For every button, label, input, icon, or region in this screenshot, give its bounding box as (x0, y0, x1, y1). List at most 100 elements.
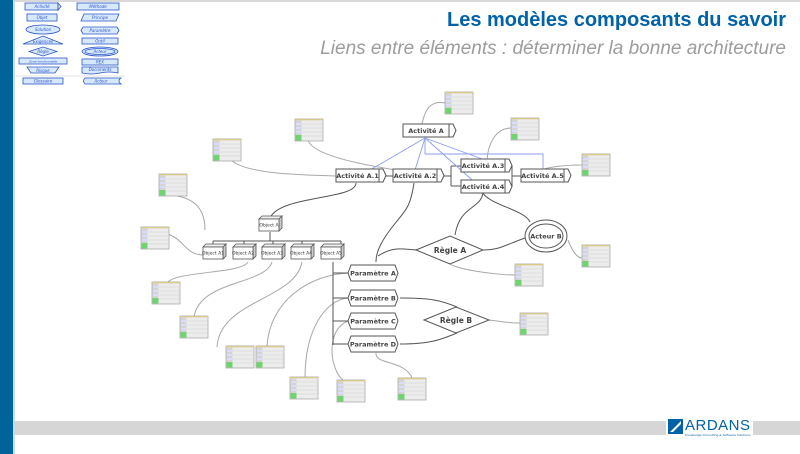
svg-text:Outil: Outil (95, 39, 105, 44)
link-card-object-a2 (165, 261, 249, 286)
link-regle-a-acteur-b (481, 237, 526, 251)
object-label: Object A3 (261, 251, 283, 257)
legend-item-glossaire[interactable]: Glossaire (22, 77, 64, 85)
activity-a4[interactable]: Activité A.4 (460, 179, 513, 194)
parameter-label: Paramètre B (350, 295, 396, 303)
svg-text:Acteur: Acteur (92, 49, 107, 54)
link-a2-parametre-a (375, 182, 415, 263)
knowledge-card[interactable] (581, 244, 611, 268)
svg-text:Acteur: Acteur (93, 79, 108, 84)
top-divider (0, 0, 800, 2)
legend-item-outil[interactable]: Outil (81, 37, 119, 45)
card-links (165, 101, 583, 381)
link-card-object-a3 (193, 261, 273, 318)
activity-label: Activité A.5 (521, 172, 564, 180)
legend-item-exigences[interactable]: Exigences (22, 35, 64, 45)
knowledge-card[interactable] (255, 345, 285, 369)
rule-a[interactable]: Règle A (414, 235, 485, 265)
link-card-object-a (176, 195, 206, 231)
object-a4[interactable]: Object A4 (290, 243, 315, 260)
svg-text:Méthode: Méthode (89, 4, 107, 9)
svg-text:Solution: Solution (35, 27, 52, 32)
legend-item-risque[interactable]: Risque (26, 66, 60, 74)
knowledge-card[interactable] (510, 117, 540, 141)
activity-label: Activité A.3 (462, 162, 505, 170)
knowledge-card[interactable] (294, 118, 324, 142)
association-links (369, 137, 544, 188)
parameter-d[interactable]: Paramètre D (347, 335, 399, 353)
legend-item-objet[interactable]: Objet (26, 13, 58, 22)
knowledge-card[interactable] (336, 379, 366, 403)
parameter-label: Paramètre A (350, 270, 396, 278)
sidebar-edge (13, 0, 15, 454)
activity-a5[interactable]: Activité A.5 (520, 168, 572, 183)
activity-a[interactable]: Activité A (402, 123, 457, 138)
svg-text:Exigences: Exigences (33, 39, 53, 44)
knowledge-card[interactable] (140, 226, 170, 250)
legend-item-rex[interactable]: REX (81, 58, 119, 66)
activity-a1[interactable]: Activité A.1 (335, 168, 387, 183)
link-a4-acteur-b (482, 192, 531, 223)
legend-item-zone-fonctionnelle[interactable]: Zone fonctionnelle (18, 57, 68, 65)
link-card-parametre-b (304, 297, 349, 379)
parameter-c[interactable]: Paramètre C (347, 312, 399, 330)
knowledge-card[interactable] (289, 376, 319, 400)
legend-item-methode[interactable]: Méthode (76, 2, 120, 11)
legend-item-regle[interactable]: Règle (27, 46, 59, 57)
link-a1-object-a (269, 182, 357, 219)
legend-item-acteur-externe[interactable]: Acteur (83, 77, 123, 85)
object-label: Object A4 (290, 251, 312, 257)
knowledge-card[interactable] (212, 138, 242, 162)
actor-b[interactable]: Acteur B (524, 219, 568, 253)
shape-legend: Activité Objet Solution Exigences Règle … (15, 1, 125, 85)
knowledge-card[interactable] (581, 153, 611, 177)
legend-item-solution[interactable]: Solution (25, 24, 61, 35)
svg-text:Acteur B: Acteur B (530, 233, 561, 241)
legend-item-principe[interactable]: Principe (80, 13, 120, 22)
svg-text:Objet: Objet (37, 15, 48, 20)
logo-brand: ARDANS (685, 417, 751, 434)
activity-a3[interactable]: Activité A.3 (460, 158, 513, 173)
page-subtitle: Liens entre éléments : déterminer la bon… (320, 38, 786, 59)
link-card-parametre-a (266, 272, 349, 347)
svg-text:Règle A: Règle A (434, 246, 466, 255)
object-a5[interactable]: Object A5 (320, 243, 345, 260)
activity-a2[interactable]: Activité A.2 (392, 168, 445, 183)
knowledge-card[interactable] (179, 315, 209, 339)
object-a[interactable]: Object A (258, 215, 283, 232)
activity-label: Activité A.1 (336, 172, 379, 180)
activity-label: Activité A.4 (462, 183, 505, 191)
svg-text:Risque: Risque (36, 68, 50, 73)
knowledge-card[interactable] (444, 91, 474, 115)
knowledge-card[interactable] (151, 281, 181, 305)
svg-text:Règle: Règle (37, 49, 49, 54)
legend-item-parametre[interactable]: Paramètre (80, 26, 120, 35)
object-a3[interactable]: Object A3 (261, 243, 286, 260)
footer-bar-right (753, 421, 800, 435)
link-parametre-d-regle-b (399, 332, 458, 345)
link-card-object-a1 (167, 233, 205, 256)
knowledge-card[interactable] (158, 173, 188, 197)
rule-b[interactable]: Règle B (422, 306, 491, 334)
legend-item-acteur[interactable]: Acteur (81, 46, 119, 57)
object-a2[interactable]: Object A2 (232, 243, 257, 260)
parameter-a[interactable]: Paramètre A (347, 264, 399, 282)
link-parametre-a-regle-a (377, 248, 419, 257)
parameter-b[interactable]: Paramètre B (347, 289, 399, 307)
parameter-label: Paramètre C (350, 318, 396, 326)
logo-tagline: Knowledge Consulting & Software Solution… (685, 433, 751, 437)
knowledge-card[interactable] (225, 345, 255, 369)
activity-label: Activité A.2 (394, 172, 437, 180)
svg-text:Zone fonctionnelle: Zone fonctionnelle (28, 60, 57, 64)
legend-item-activite[interactable]: Activité (24, 1, 62, 12)
svg-text:Documents: Documents (89, 67, 112, 72)
knowledge-card[interactable] (519, 312, 549, 336)
legend-item-documents[interactable]: Documents (81, 66, 119, 75)
ardans-logo: ARDANS Knowledge Consulting & Software S… (668, 417, 751, 440)
page-title: Les modèles composants du savoir (447, 9, 786, 31)
knowledge-card[interactable] (397, 377, 427, 401)
object-a1[interactable]: Object A1 (202, 243, 227, 260)
knowledge-card[interactable] (514, 263, 544, 287)
footer-bar-left (15, 421, 666, 435)
